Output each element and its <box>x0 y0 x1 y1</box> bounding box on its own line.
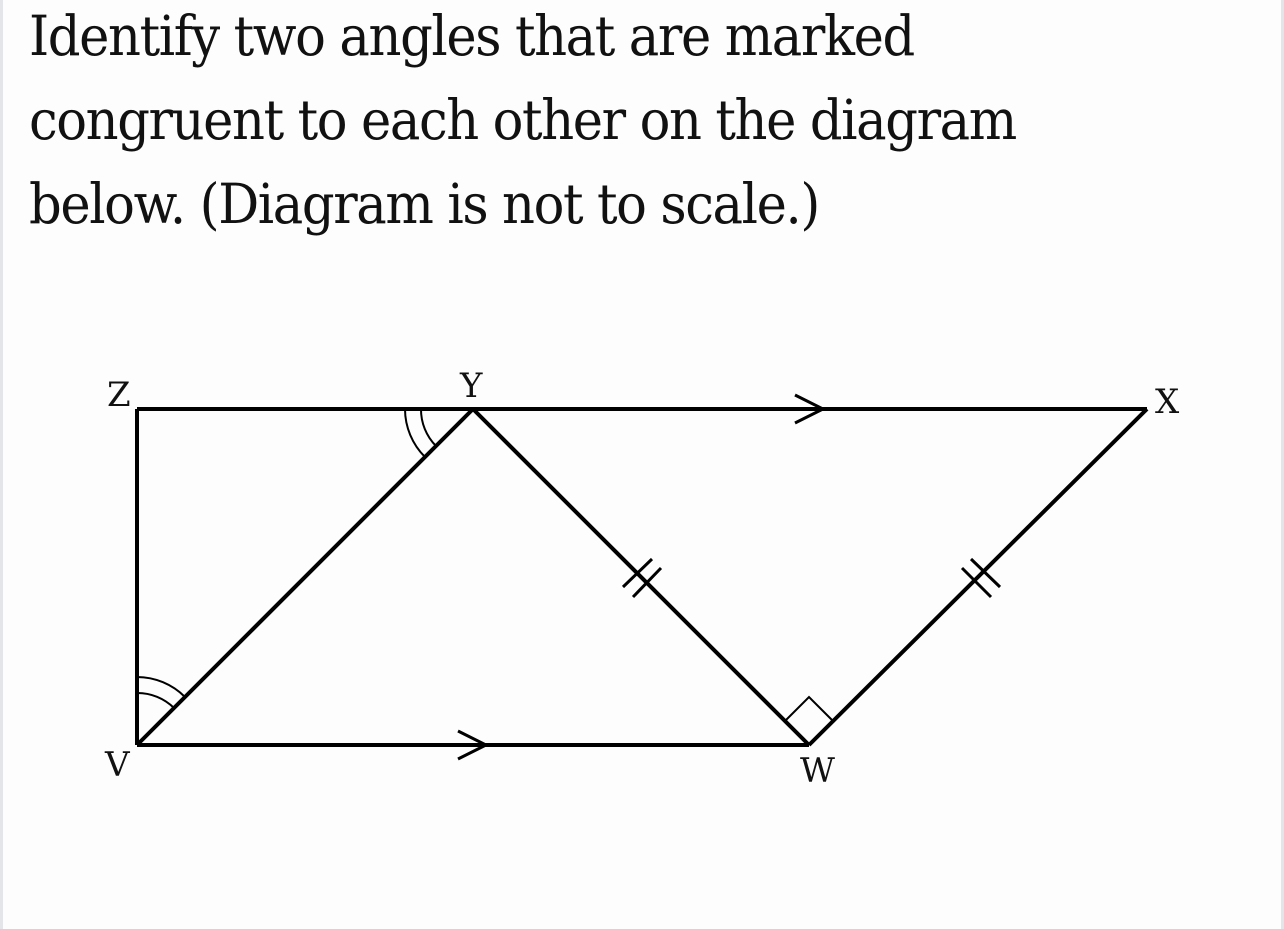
segment-vy <box>135 407 475 747</box>
parallel-arrow-yx-icon <box>794 393 827 425</box>
angle-arc-y-icon <box>404 408 437 458</box>
angle-arc-v-icon <box>136 676 186 709</box>
label-v: V <box>104 745 131 785</box>
segment-yw <box>471 407 811 747</box>
label-z: Z <box>107 375 131 415</box>
label-x: X <box>1155 382 1180 422</box>
label-y: Y <box>459 366 483 406</box>
prompt-line-2: congruent to each other on the diagram <box>29 88 1017 152</box>
question-card: Identify two angles that are marked cong… <box>3 0 1281 929</box>
right-angle-marker-icon <box>784 695 834 722</box>
question-prompt: Identify two angles that are marked cong… <box>29 0 1145 246</box>
segment-wx <box>807 407 1149 747</box>
tick-marks-yw-icon <box>621 557 663 599</box>
prompt-line-1: Identify two angles that are marked <box>29 4 915 68</box>
tick-marks-wx-icon <box>960 557 1002 599</box>
label-w: W <box>800 751 835 791</box>
parallel-arrow-vw-icon <box>457 729 490 761</box>
prompt-line-3: below. (Diagram is not to scale.) <box>29 172 820 236</box>
